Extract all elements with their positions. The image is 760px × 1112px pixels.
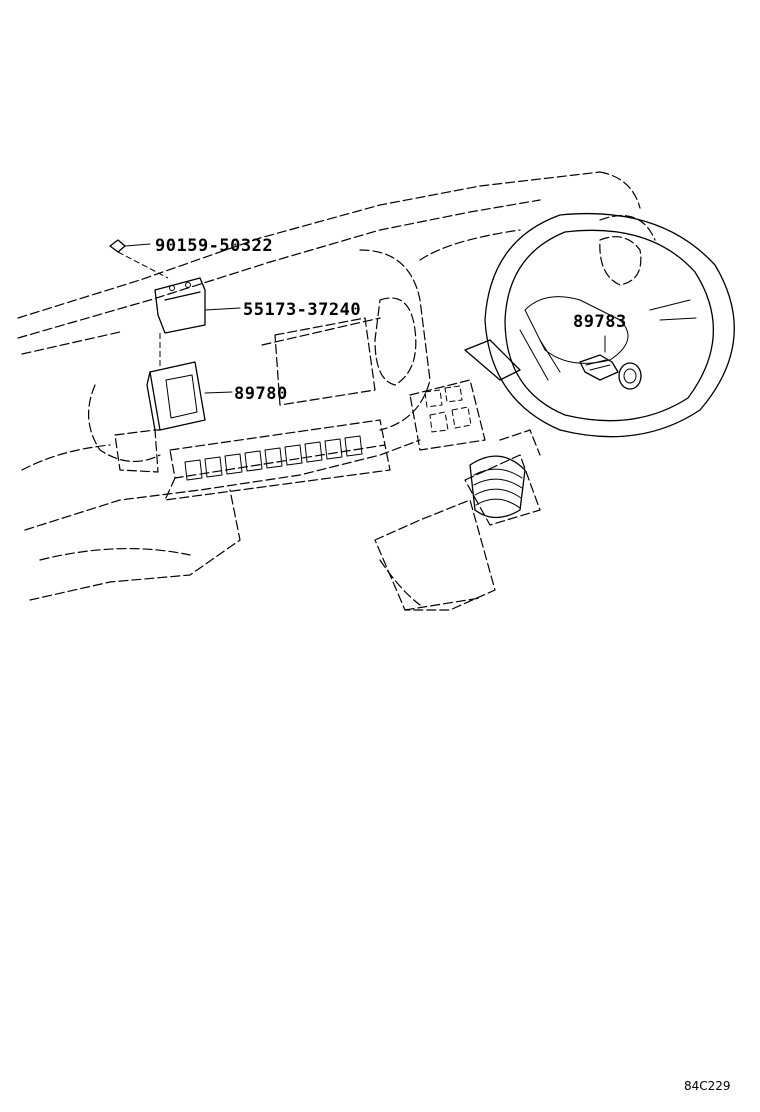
label-bracket: 55173-37240: [243, 300, 361, 320]
center-vent-slots: [184, 435, 363, 481]
label-ecu: 89780: [234, 384, 288, 404]
dashboard-outline: [17, 171, 656, 611]
screw-part: [109, 239, 169, 279]
ecu-part: [146, 361, 233, 431]
immobiliser-amplifier-part: [579, 335, 642, 390]
steering-wheel: [464, 212, 735, 519]
label-immobiliser-amplifier: 89783: [573, 312, 627, 332]
bracket-part: [154, 277, 241, 370]
label-screw: 90159-50322: [155, 236, 273, 256]
figure-code: 84C229: [684, 1079, 731, 1093]
